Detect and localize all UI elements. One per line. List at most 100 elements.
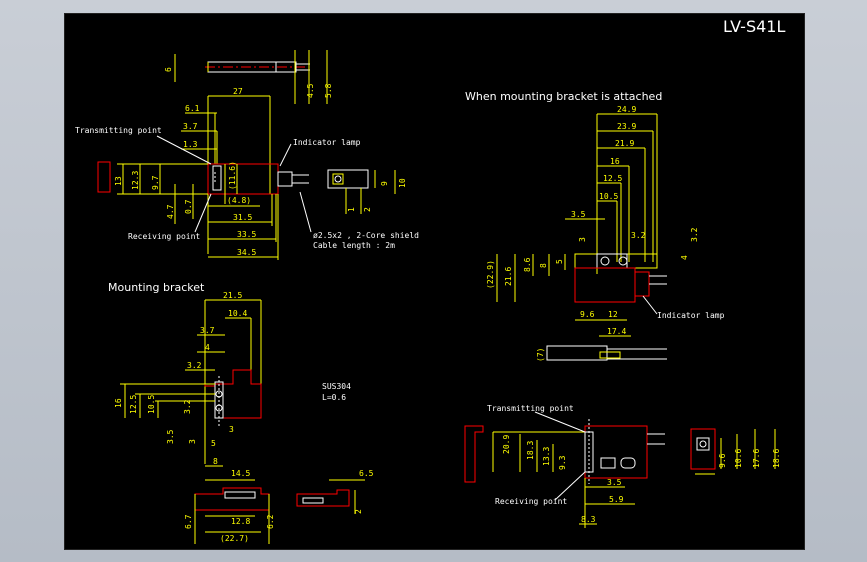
dim-4-5: 4.5 xyxy=(306,83,315,98)
front-body xyxy=(464,419,716,484)
drawing-sheet: LV-S41L 6 4.5 5.8 27 6.1 3.7 xyxy=(64,13,805,550)
bracket-material: SUS304 L=0.6 xyxy=(322,382,351,402)
label-indicator-lamp: Indicator lamp xyxy=(293,138,361,147)
bracket-body xyxy=(204,369,262,426)
attached-heading: When mounting bracket is attached xyxy=(465,90,662,103)
dim-5-9: 5.9 xyxy=(609,495,624,504)
bracket-heading: Mounting bracket xyxy=(108,281,205,294)
front-view: 20.9 18.3 13.3 9.3 3.5 5.9 8.3 Transmitt… xyxy=(464,404,781,528)
top-profile: 6 4.5 5.8 xyxy=(164,50,333,104)
dim-12-8: 12.8 xyxy=(231,517,250,526)
attached-left-dims: (22.9) 21.6 8.6 8 5 (7) xyxy=(486,254,566,362)
dim-12-5-b: 12.5 xyxy=(129,395,138,414)
dim-6: 6 xyxy=(164,67,173,72)
dim-3-2-b: 3.2 xyxy=(187,361,202,370)
dim-16: 16 xyxy=(610,157,620,166)
dim-14-5: 14.5 xyxy=(231,469,250,478)
dim-3-5: 3.5 xyxy=(571,210,586,219)
dim-7: (7) xyxy=(536,348,545,362)
main-left-dims: 13 12.3 9.7 (11.6) 4.7 0.7 xyxy=(114,161,238,224)
bracket-left-dims: 16 12.5 10.5 3.2 3.5 3 5 3 8 xyxy=(114,383,234,467)
dim-18-3: 18.3 xyxy=(526,441,535,460)
dim-13: 13 xyxy=(114,176,123,186)
dim-3-2-c: 3.2 xyxy=(183,399,192,414)
dim-5: 5 xyxy=(555,259,564,264)
dim-10-5: 10.5 xyxy=(599,192,618,201)
label-cable-length: Cable length : 2m xyxy=(313,241,395,250)
bracket-bottom-view: 14.5 12.8 (22.7) 6.7 6.2 xyxy=(184,469,275,544)
dim-12-3: 12.3 xyxy=(131,171,140,190)
front-dims: 20.9 18.3 13.3 9.3 3.5 5.9 8.3 xyxy=(492,431,635,528)
label-receiving-point: Receiving point xyxy=(128,232,200,241)
dim-4-8: (4.8) xyxy=(227,196,251,205)
dim-10-4: 10.4 xyxy=(228,309,247,318)
attached-indicator-label: Indicator lamp xyxy=(657,311,725,320)
dim-33-5: 33.5 xyxy=(237,230,256,239)
front-transmitting-label: Transmitting point xyxy=(487,404,574,413)
front-receiving-label: Receiving point xyxy=(495,497,567,506)
dim-3-5-f: 3.5 xyxy=(607,478,622,487)
dim-3-7-b: 3.7 xyxy=(200,326,215,335)
dim-24-9: 24.9 xyxy=(617,105,636,114)
front-end-dims: 9.6 10.6 17.6 18.6 xyxy=(718,429,781,469)
main-top-dims: 27 6.1 3.7 1.3 xyxy=(181,87,271,254)
dim-22-7: (22.7) xyxy=(220,534,249,543)
dim-3-2a: 3.2 xyxy=(631,231,646,240)
dim-5-b: 5 xyxy=(211,439,216,448)
dim-9-3: 9.3 xyxy=(558,455,567,470)
dim-8: 8 xyxy=(539,263,548,268)
dim-0-7: 0.7 xyxy=(184,199,193,214)
dim-16-b: 16 xyxy=(114,398,123,408)
dim-9: 9 xyxy=(380,181,389,186)
dim-9-6-f: 9.6 xyxy=(718,453,727,468)
dim-5-8: 5.8 xyxy=(324,83,333,98)
label-cable-spec: ø2.5x2 , 2-Core shield xyxy=(313,231,419,240)
dim-12-5: 12.5 xyxy=(603,174,622,183)
dim-6-7: 6.7 xyxy=(184,514,193,529)
dim-27: 27 xyxy=(233,87,243,96)
dim-10-5-b: 10.5 xyxy=(147,395,156,414)
dim-11-6: (11.6) xyxy=(228,161,237,190)
dim-10-6: 10.6 xyxy=(734,449,743,468)
technical-drawing: LV-S41L 6 4.5 5.8 27 6.1 3.7 xyxy=(75,17,785,544)
dim-17-4: 17.4 xyxy=(607,327,626,336)
dim-17-6: 17.6 xyxy=(752,449,761,468)
dim-3: 3 xyxy=(578,237,587,242)
dim-6-2: 6.2 xyxy=(266,514,275,529)
dim-18-6: 18.6 xyxy=(772,449,781,468)
dim-10: 10 xyxy=(398,178,407,188)
dim-3-5-b: 3.5 xyxy=(166,429,175,444)
dim-31-5: 31.5 xyxy=(233,213,252,222)
main-end-dims: 9 10 1 2 xyxy=(345,170,407,214)
dim-3-c: 3 xyxy=(188,439,197,444)
dim-20-9: 20.9 xyxy=(502,435,511,454)
main-labels: Transmitting point Indicator lamp Receiv… xyxy=(75,126,419,250)
dim-4-7: 4.7 xyxy=(166,204,175,219)
main-bottom-dims: (4.8) 31.5 33.5 34.5 xyxy=(208,194,279,260)
dim-6-1: 6.1 xyxy=(185,104,200,113)
label-transmitting-point: Transmitting point xyxy=(75,126,162,135)
dim-8-3: 8.3 xyxy=(581,515,596,524)
main-view: 6 4.5 5.8 27 6.1 3.7 1.3 xyxy=(75,50,419,260)
dim-8-6: 8.6 xyxy=(523,257,532,272)
sensor-body xyxy=(97,161,369,195)
dim-13-3: 13.3 xyxy=(542,447,551,466)
dim-3-b: 3 xyxy=(229,425,234,434)
drawing-title: LV-S41L xyxy=(723,17,785,36)
dim-23-9: 23.9 xyxy=(617,122,636,131)
dim-21-9: 21.9 xyxy=(615,139,634,148)
dim-6-5: 6.5 xyxy=(359,469,374,478)
dim-22-9: (22.9) xyxy=(486,260,495,289)
dim-1: 1 xyxy=(347,207,356,212)
bracket-side-view: 6.5 2 xyxy=(296,469,374,514)
dim-3-2b: 3.2 xyxy=(690,227,699,242)
bracket-view: Mounting bracket 21.5 10.4 3.7 4 3.2 xyxy=(108,281,374,544)
front-labels: Transmitting point Receiving point xyxy=(487,404,586,506)
dim-21-6: 21.6 xyxy=(504,267,513,286)
dim-4: 4 xyxy=(680,255,689,260)
dim-12: 12 xyxy=(608,310,618,319)
attached-body xyxy=(546,253,667,361)
attached-top-dims: 24.9 23.9 21.9 16 12.5 10.5 3.5 3 3.2 3.… xyxy=(565,105,699,274)
dim-3-7: 3.7 xyxy=(183,122,198,131)
dim-4-b: 4 xyxy=(205,343,210,352)
